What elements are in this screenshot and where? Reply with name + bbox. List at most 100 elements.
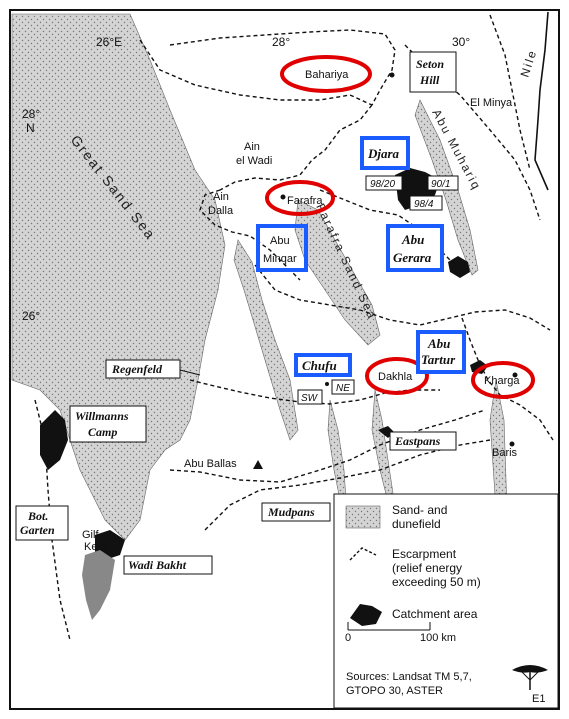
gilf-kebir-label-2: Kebir <box>84 541 110 553</box>
abu-tartur-label-1: Abu <box>427 336 450 351</box>
seton-hill-box <box>409 51 457 93</box>
legend-src-2: GTOPO 30, ASTER <box>346 685 443 697</box>
mudpans-label: Mudpans <box>267 505 315 519</box>
seton-hill-label-2: Hill <box>419 73 440 87</box>
farafra-sand-sea-area <box>294 199 381 346</box>
code-sw: SW <box>301 393 319 404</box>
ain-dalla-label-1: Ain <box>213 191 229 203</box>
legend-esc-3: exceeding 50 m) <box>392 575 481 589</box>
bahariya-highlight <box>280 55 372 93</box>
eastpans-label: Eastpans <box>394 434 441 448</box>
djara-label: Djara <box>367 146 400 161</box>
chufu-highlight <box>294 353 352 377</box>
legend-catchment: Catchment area <box>392 607 478 621</box>
dakhla-highlight <box>365 357 429 395</box>
kharga-label: Kharga <box>484 375 520 387</box>
escarpment-kharga <box>461 317 554 441</box>
ain-el-wadi-label-2: el Wadi <box>236 155 272 167</box>
farafra-dot <box>280 194 286 200</box>
great-sand-sea-area <box>11 13 226 541</box>
code-98-20-box <box>365 175 403 191</box>
abu-gerara-box <box>387 225 443 271</box>
wadi-bakht-box <box>123 555 213 575</box>
code-98-4: 98/4 <box>414 199 434 210</box>
logo-code: E1 <box>532 693 545 705</box>
escarpment-abu-muhariq-west <box>219 104 373 191</box>
el-minya-label: El Minya <box>470 97 513 109</box>
escarpment-farafra <box>199 189 301 281</box>
lat-26-label: 26° <box>22 309 40 323</box>
lat-28-dir: N <box>26 121 35 135</box>
lat-28-label: 28° <box>22 107 40 121</box>
abu-minqar-highlight <box>256 224 308 272</box>
bot-garten-label-2: Garten <box>20 523 55 537</box>
code-ne: NE <box>336 383 350 394</box>
legend-sand-2: dunefield <box>392 517 441 531</box>
baris-label: Baris <box>492 447 518 459</box>
regenfeld-box <box>105 359 181 379</box>
legend: Sand- and dunefield Escarpment (relief e… <box>333 493 559 709</box>
lon-26-label: 26°E <box>96 35 122 49</box>
catchment-kharga <box>470 360 488 374</box>
catchment-abu-gerara <box>448 256 470 278</box>
djara-box <box>361 137 409 169</box>
willmanns-camp-label-2: Camp <box>88 425 117 439</box>
regenfeld-pointer <box>179 369 201 376</box>
mudpans-box <box>261 502 331 522</box>
code-ne-box <box>331 379 355 395</box>
legend-src-1: Sources: Landsat TM 5,7, <box>346 671 472 683</box>
bahariya-label: Bahariya <box>305 69 349 81</box>
lon-30-label: 30° <box>452 35 470 49</box>
baris-dot <box>509 441 515 447</box>
chufu-label: Chufu <box>302 358 337 373</box>
abu-minqar-label-1: Abu <box>270 235 290 247</box>
legend-escarpment-symbol <box>349 547 377 561</box>
gilf-kebir-label-1: Gilf <box>82 529 99 541</box>
abu-tartur-highlight <box>416 330 466 374</box>
code-90-1: 90/1 <box>431 179 450 190</box>
abu-minqar-label-2: Minqar <box>263 253 297 265</box>
seton-hill-dot <box>389 72 395 78</box>
legend-esc-1: Escarpment <box>392 547 457 561</box>
nile-river <box>534 11 549 191</box>
escarpment-nile <box>489 14 531 171</box>
catchment-willmanns <box>40 410 68 470</box>
code-90-1-box <box>427 175 459 191</box>
scale-label-0: 0 <box>345 632 351 644</box>
seton-hill-label-1: Seton <box>416 57 444 71</box>
wadi-bakht-label: Wadi Bakht <box>128 558 187 572</box>
legend-sand-1: Sand- and <box>392 503 447 517</box>
djara-highlight <box>360 136 410 170</box>
chufu-dot <box>325 382 329 386</box>
abu-gerara-label-1: Abu <box>401 232 424 247</box>
abu-tartur-label-2: Tartur <box>421 352 456 367</box>
scale-label-100: 100 km <box>420 632 456 644</box>
dakhla-label: Dakhla <box>378 371 413 383</box>
kharga-dot <box>512 372 518 378</box>
eastpans-box <box>389 431 457 451</box>
escarpment-bahariya <box>139 39 373 106</box>
kharga-highlight <box>471 361 535 399</box>
bot-garten-box <box>15 505 69 541</box>
code-98-4-box <box>409 195 443 211</box>
escarpment-abu-ballas <box>169 409 486 483</box>
legend-catchment-swatch <box>350 604 382 626</box>
ain-el-wadi-label-1: Ain <box>244 141 260 153</box>
regenfeld-label: Regenfeld <box>111 362 163 376</box>
abu-ballas-label: Abu Ballas <box>184 458 237 470</box>
bot-garten-label-1: Bot. <box>27 509 48 523</box>
abu-tartur-box <box>417 331 465 373</box>
ain-dalla-label-2: Dalla <box>208 205 234 217</box>
escarpment-north <box>169 29 396 106</box>
legend-esc-2: (relief energy <box>392 561 462 575</box>
farafra-highlight <box>265 180 335 216</box>
abu-minqar-sand-strip <box>233 239 299 441</box>
abu-gerara-label-2: Gerara <box>393 250 432 265</box>
willmanns-camp-label-1: Willmanns <box>75 409 129 423</box>
gilf-kebir-plateau <box>82 550 115 620</box>
willmanns-camp-box <box>69 405 147 443</box>
code-98-20: 98/20 <box>370 179 395 190</box>
lon-28-label: 28° <box>272 35 290 49</box>
farafra-label: Farafra <box>287 195 323 207</box>
